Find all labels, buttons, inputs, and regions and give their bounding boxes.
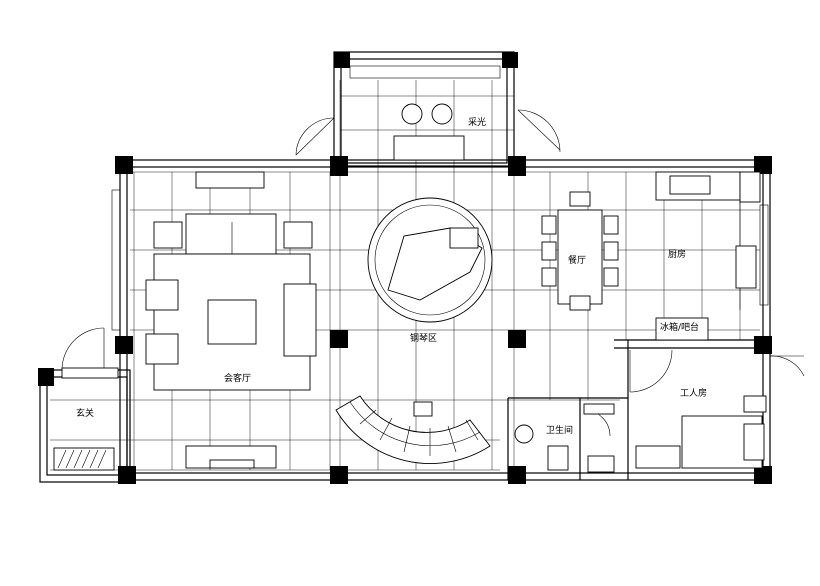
kitchen-furniture	[655, 171, 761, 341]
maid-room-furniture	[635, 395, 767, 469]
foyer-furniture	[53, 367, 119, 471]
living-room-label: 会客厅	[224, 372, 251, 384]
right-window	[759, 204, 769, 306]
maid-room-label: 工人房	[680, 387, 707, 399]
living-room-furniture	[145, 171, 317, 469]
balcony-label: 采光	[468, 116, 486, 128]
balcony-furniture	[393, 103, 465, 161]
dining-furniture	[541, 191, 619, 311]
staircase	[335, 395, 491, 464]
balcony-window	[349, 65, 501, 79]
kitchen-label: 厨房	[668, 248, 686, 260]
structural-columns	[38, 52, 772, 484]
dining-label: 餐厅	[568, 254, 586, 266]
bathroom-fixtures	[514, 403, 615, 473]
bathroom-label: 卫生间	[546, 424, 573, 436]
piano-area	[367, 197, 493, 323]
kitchen-appliance-label: 冰箱/吧台	[660, 321, 699, 333]
piano-area-label: 钢琴区	[410, 332, 437, 344]
left-window	[111, 189, 121, 331]
foyer-label: 玄关	[76, 407, 94, 419]
